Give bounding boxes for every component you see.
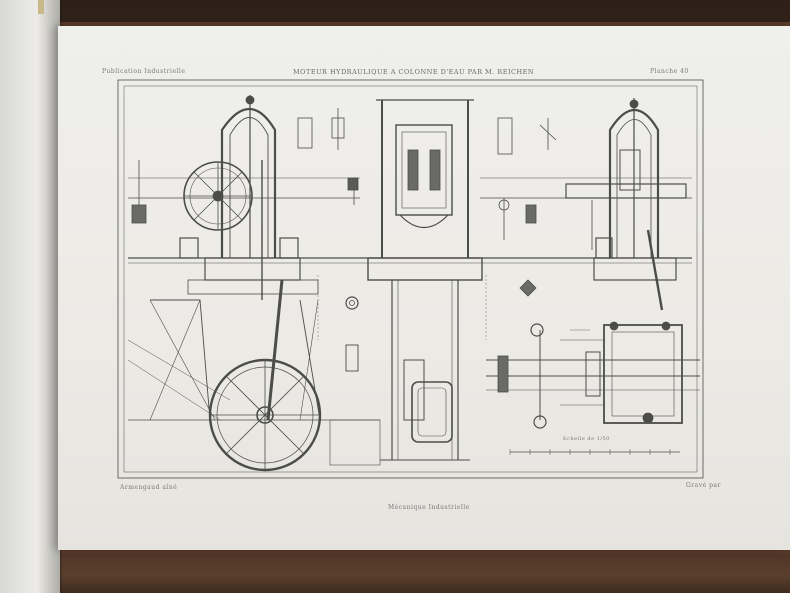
plate-header-right: Planche 40	[650, 68, 689, 75]
plate-title: MOTEUR HYDRAULIQUE A COLONNE D'EAU PAR M…	[293, 68, 535, 76]
bookmark-ribbon	[38, 0, 44, 14]
plate-footer-center: Mécanique Industrielle	[388, 504, 470, 511]
table-edge	[0, 548, 790, 593]
scale-label: Echelle de 1/50	[563, 436, 610, 442]
engraved-plate: Publication Industrielle MOTEUR HYDRAULI…	[58, 26, 790, 550]
plate-footer-left: Armengaud aîné	[120, 484, 178, 491]
outer-frame	[117, 79, 704, 479]
plate-footer-right: Gravé par	[686, 482, 721, 489]
plate-header-left: Publication Industrielle	[102, 68, 186, 75]
inner-frame	[123, 85, 698, 473]
left-page	[0, 0, 60, 593]
